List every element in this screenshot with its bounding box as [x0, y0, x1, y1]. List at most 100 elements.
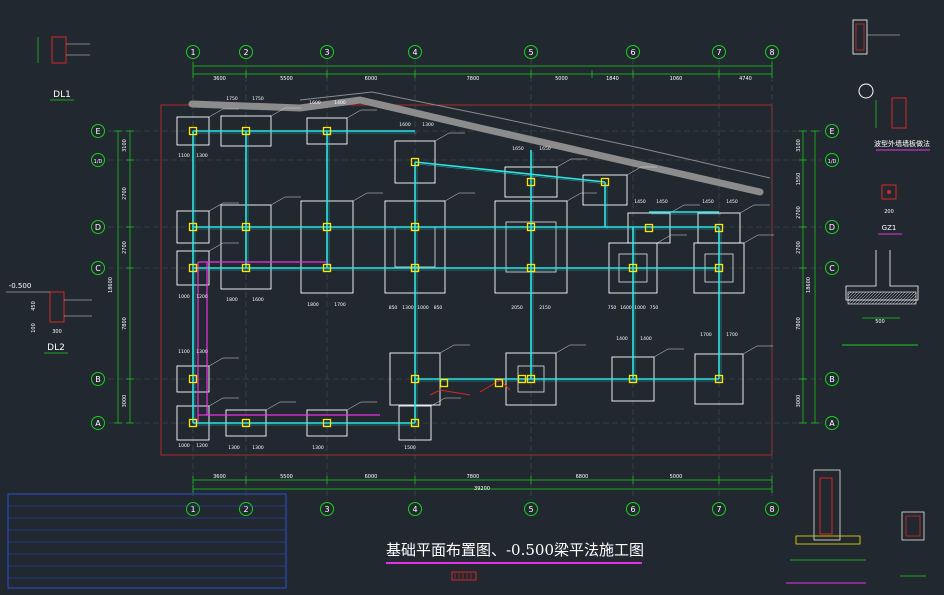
- bottom-span-label-3: 7800: [467, 474, 480, 480]
- footing-label-14: 1000: [178, 294, 190, 300]
- axis-bubble-label-1/D-left: 1/D: [94, 159, 103, 165]
- top-span-label-5: 1840: [606, 76, 619, 82]
- column-15: [322, 263, 332, 273]
- axis-bubble-D-left: [91, 220, 105, 234]
- footing-label-16: 1800: [226, 297, 238, 303]
- axis-bubble-label-C-left: C: [95, 264, 101, 273]
- column-1: [241, 126, 251, 136]
- wall-top-detail-inner: [855, 23, 865, 51]
- dimension-lines: [114, 62, 819, 493]
- footing-label-1: 1300: [196, 153, 208, 159]
- footing-leader-10: [626, 166, 642, 176]
- footing-leader-23: [653, 348, 669, 358]
- footing-leader-0: [208, 108, 224, 118]
- axis-bubble-5-bottom: [524, 502, 538, 516]
- column-25: [188, 418, 198, 428]
- footing-label-33: 1400: [640, 336, 652, 342]
- dim-500-label: 500: [875, 319, 885, 325]
- axis-bubble-label-C-right: C: [829, 264, 835, 273]
- footing-leader-17: [208, 397, 224, 407]
- road-band-path: [188, 96, 764, 196]
- gz1-label: GZ1: [882, 224, 897, 232]
- dim-450-label: 450: [31, 301, 37, 311]
- column-4: [188, 222, 198, 232]
- footing-label-26: 750: [608, 305, 617, 311]
- axis-bubble-B-left: [91, 372, 105, 386]
- axis-bubble-6-bottom: [626, 502, 640, 516]
- axis-bubble-1/D-left: [91, 153, 105, 167]
- axis-bubble-label-3-top: 3: [324, 48, 329, 57]
- axis-bubble-C-right: [825, 261, 839, 275]
- axis-bubble-8-bottom: [765, 502, 779, 516]
- column-10: [600, 177, 610, 187]
- footing-label-39: 1300: [252, 445, 264, 451]
- section-details: [6, 19, 930, 584]
- foundation-beams: [192, 130, 722, 426]
- axis-bubble-label-4-top: 4: [412, 48, 417, 57]
- footing-label-11: 1450: [656, 199, 668, 205]
- footing-label-6: 1600: [399, 122, 411, 128]
- column-markers: [188, 126, 724, 428]
- gz1-section: [881, 184, 897, 200]
- dl1-section-outline: [51, 36, 67, 64]
- footing-leader-8: [556, 158, 572, 168]
- column-17: [526, 263, 536, 273]
- column-9: [526, 222, 536, 232]
- footing-leader-14: [743, 234, 759, 244]
- footing-label-22: 1000: [417, 305, 429, 311]
- column-23: [628, 374, 638, 384]
- axis-bubble-D-right: [825, 220, 839, 234]
- footing-leader-13: [656, 234, 672, 244]
- top-span-label-4: 5000: [555, 76, 568, 82]
- axis-bubble-3-bottom: [320, 502, 334, 516]
- footing-leader-12: [739, 204, 755, 214]
- axis-bubble-C-left: [91, 261, 105, 275]
- axis-bubble-4-top: [408, 45, 422, 59]
- footing-label-15: 1200: [196, 294, 208, 300]
- column-6: [322, 222, 332, 232]
- gz1-rebar: [887, 190, 891, 194]
- axis-bubble-label-A-left: A: [95, 419, 101, 428]
- column-11: [644, 223, 654, 233]
- bottom-span-label-1: 5500: [280, 474, 293, 480]
- column-2: [322, 126, 332, 136]
- axis-bubble-3-top: [320, 45, 334, 59]
- axis-bubble-label-E-right: E: [829, 127, 834, 136]
- br-wall-detail-red: [819, 477, 833, 535]
- left-span-label-0: 3100: [122, 139, 128, 152]
- column-7: [410, 222, 420, 232]
- br-wall-detail: [813, 469, 841, 541]
- outer-wall-section: [891, 97, 907, 129]
- axis-bubble-label-5-bottom: 5: [528, 505, 533, 514]
- axis-bubble-6-top: [626, 45, 640, 59]
- right-span-label-5: 3000: [796, 395, 802, 408]
- column-21: [410, 374, 420, 384]
- bottom-span-label-4: 6800: [576, 474, 589, 480]
- footing-label-40: 1300: [312, 445, 324, 451]
- column-14: [241, 263, 251, 273]
- axis-bubble-label-2-bottom: 2: [243, 505, 248, 514]
- column-28: [410, 418, 420, 428]
- footing-label-17: 1600: [252, 297, 264, 303]
- left-total-label: 18600: [108, 277, 114, 293]
- footing-leader-6: [352, 192, 368, 202]
- axis-bubble-label-8-top: 8: [769, 48, 774, 57]
- wall-top-detail: [852, 19, 868, 55]
- axis-bubble-E-right: [825, 124, 839, 138]
- footing-label-27: 1600: [620, 305, 632, 311]
- axis-bubble-label-4-bottom: 4: [412, 505, 417, 514]
- column-31: [517, 374, 527, 384]
- axis-bubble-label-A-right: A: [829, 419, 835, 428]
- axis-bubble-label-6-top: 6: [630, 48, 635, 57]
- column-30: [494, 378, 504, 388]
- footing-label-37: 1200: [196, 443, 208, 449]
- column-22: [526, 374, 536, 384]
- axis-bubble-7-bottom: [712, 502, 726, 516]
- footing-label-21: 1300: [402, 305, 414, 311]
- axis-bubble-2-top: [239, 45, 253, 59]
- footing-leader-16: [208, 357, 224, 367]
